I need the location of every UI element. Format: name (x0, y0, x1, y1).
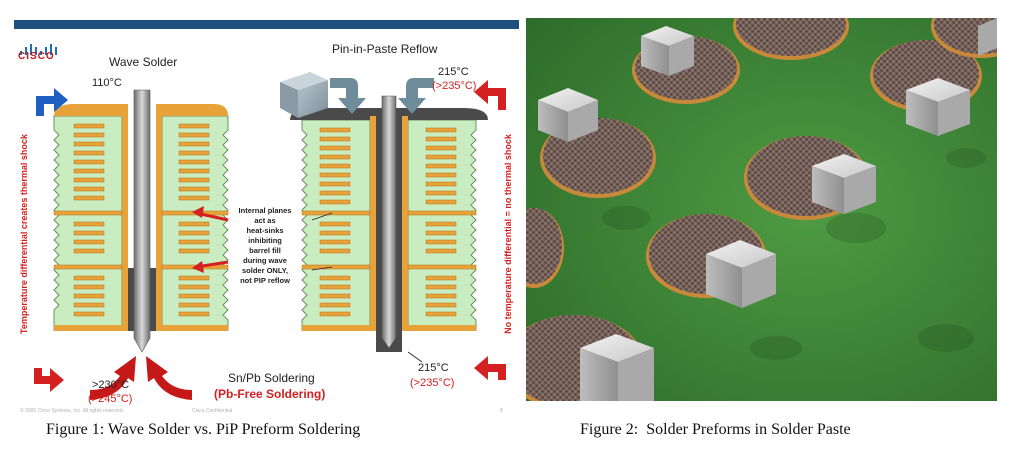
snpb-soldering-label: Sn/Pb Soldering (228, 371, 315, 385)
pip-reflow-board (280, 72, 488, 363)
solder-preform-cubes (538, 18, 997, 401)
slide-footer-copyright: © 2005 Cisco Systems, Inc. All rights re… (20, 408, 125, 414)
pb-free-soldering-label: (Pb-Free Soldering) (214, 387, 326, 401)
red-arrow-bottom-right-icon (474, 356, 506, 380)
wave-bottom-temp-pbfree: (>245°C) (88, 393, 133, 405)
internal-planes-annotation: Internal planes act as heat-sinks inhibi… (238, 206, 292, 285)
blue-arrow-icon (36, 88, 68, 116)
slide-footer-page: 8 (500, 408, 503, 414)
cisco-logo-text: CISCO (18, 51, 55, 62)
slide-footer-confidential: Cisco Confidential (192, 408, 233, 414)
pip-bottom-temp: 215°C (418, 362, 449, 374)
pip-top-temp: 215°C (438, 66, 469, 78)
pip-bottom-temp-pbfree: (>235°C) (410, 377, 455, 389)
left-side-label: Temperature differential creates thermal… (19, 134, 29, 334)
right-side-label: No temperature differential = no thermal… (503, 134, 513, 334)
slide-top-bar (14, 20, 519, 29)
cisco-bars-icon (20, 44, 57, 55)
wave-solder-board (53, 89, 229, 353)
wave-top-temp: 110°C (92, 77, 122, 89)
wave-heat-arrows (90, 356, 192, 400)
pip-reflow-title: Pin-in-Paste Reflow (332, 42, 438, 56)
figure-1-caption: Figure 1: Wave Solder vs. PiP Preform So… (46, 421, 361, 438)
figure-1-diagram: CISCO (14, 20, 519, 418)
pip-top-temp-pbfree: (>235°C) (432, 80, 477, 92)
wave-bottom-temp: >230°C (92, 379, 130, 391)
red-arrow-top-right-icon (474, 80, 506, 110)
red-arrow-bottom-left-icon (34, 368, 64, 392)
figure-2-caption: Figure 2: Solder Preforms in Solder Past… (580, 421, 851, 438)
figure-2-photo (526, 18, 997, 401)
wave-solder-title: Wave Solder (109, 55, 178, 69)
plane-pointer-arrows (192, 206, 229, 273)
solder-preforms-photo (526, 18, 997, 401)
cross-section-drawing (34, 72, 506, 400)
